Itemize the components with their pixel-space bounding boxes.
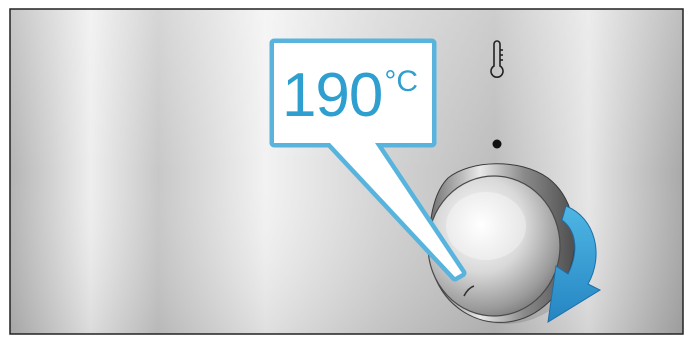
temperature-unit: °C — [384, 60, 418, 104]
position-marker-dot — [493, 140, 502, 149]
temperature-value: 190 — [282, 60, 382, 132]
temperature-readout: 190 °C — [280, 60, 420, 132]
